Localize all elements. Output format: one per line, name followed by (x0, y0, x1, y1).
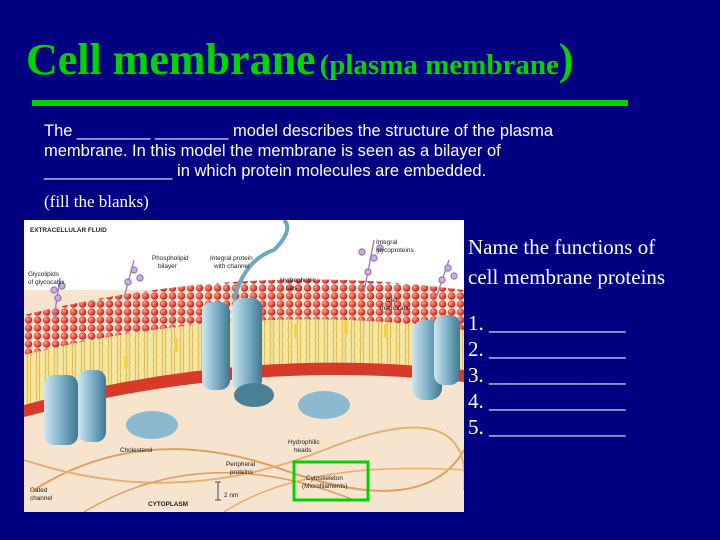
label-cytoskeleton-2: (Microfilaments) (302, 483, 347, 490)
intro-line-1: The ________ ________ model describes th… (44, 122, 554, 140)
label-cholesterol: Cholesterol (120, 447, 152, 454)
label-gated-1: Gated (30, 487, 48, 494)
label-hydrophilic-2: heads (294, 447, 311, 454)
glycocalyx-chains (50, 239, 458, 319)
list-item: 1. _____________ (468, 311, 626, 335)
integral-protein-left (44, 370, 106, 445)
label-cytoskeleton-1: Cytoskeleton (306, 475, 343, 482)
label-scale: 2 nm (224, 492, 238, 499)
side-heading: Name the functions of cell membrane prot… (468, 232, 665, 292)
fill-note: (fill the blanks) (44, 192, 149, 211)
label-integral-channel-1: Integral protein (210, 255, 253, 262)
list-item: 4. _____________ (468, 389, 626, 413)
label-integral-channel-2: with channel (213, 263, 250, 270)
list-item: 5. _____________ (468, 415, 626, 439)
label-hydrophobic-1: Hydrophobic (280, 277, 317, 284)
side-heading-line-2: cell membrane proteins (468, 265, 666, 289)
label-gated-2: channel (30, 495, 52, 502)
label-peripheral-1: Peripheral (226, 461, 255, 468)
label-hydrophilic-1: Hydrophilic (288, 439, 320, 446)
label-extracellular: EXTRACELLULAR FLUID (30, 227, 107, 234)
label-phospholipid-2: bilayer (158, 263, 178, 270)
label-integral-glyco-2: glycoproteins (376, 247, 414, 254)
membrane-diagram: EXTRACELLULAR FLUID Phospholipid bilayer… (24, 220, 464, 512)
label-integral-glyco-1: Integral (376, 239, 397, 246)
label-peripheral-2: proteins (230, 469, 253, 476)
intro-line-2: membrane. In this model the membrane is … (44, 142, 501, 160)
label-cell-membrane-1: Cell (386, 297, 397, 304)
label-glycolipid-2: of glycocalyx (28, 279, 65, 286)
integral-protein-right (412, 315, 460, 400)
title-close: ) (558, 35, 574, 84)
functions-list: 1. _____________ 2. _____________ 3. ___… (468, 310, 626, 440)
glycoprotein-strand (232, 220, 290, 301)
cytoskeleton-highlight (292, 460, 370, 502)
cholesterol-molecules (124, 320, 388, 369)
list-item: 2. _____________ (468, 337, 626, 361)
peripheral-protein-left (126, 411, 178, 439)
peripheral-protein-right (298, 391, 350, 419)
label-hydrophobic-2: tails (286, 285, 297, 292)
slide-title: Cell membrane (plasma membrane) (26, 34, 573, 85)
title-sub: (plasma membrane (319, 49, 559, 81)
label-phospholipid-1: Phospholipid (152, 255, 189, 262)
label-cell-membrane-2: membrane (380, 305, 411, 312)
integral-protein-channel (202, 298, 274, 407)
side-heading-line-1: Name the functions of (468, 235, 656, 259)
label-glycolipid-1: Glycolipids (28, 271, 59, 278)
scale-bar (215, 481, 221, 501)
membrane-illustration: EXTRACELLULAR FLUID Phospholipid bilayer… (24, 220, 464, 512)
title-underline (32, 100, 628, 106)
label-cytoplasm: CYTOPLASM (148, 501, 188, 508)
list-item: 3. _____________ (468, 363, 626, 387)
intro-text: The ________ ________ model describes th… (44, 121, 694, 181)
intro-line-3: ______________ in which protein molecule… (44, 162, 487, 180)
title-main: Cell membrane (26, 35, 316, 84)
